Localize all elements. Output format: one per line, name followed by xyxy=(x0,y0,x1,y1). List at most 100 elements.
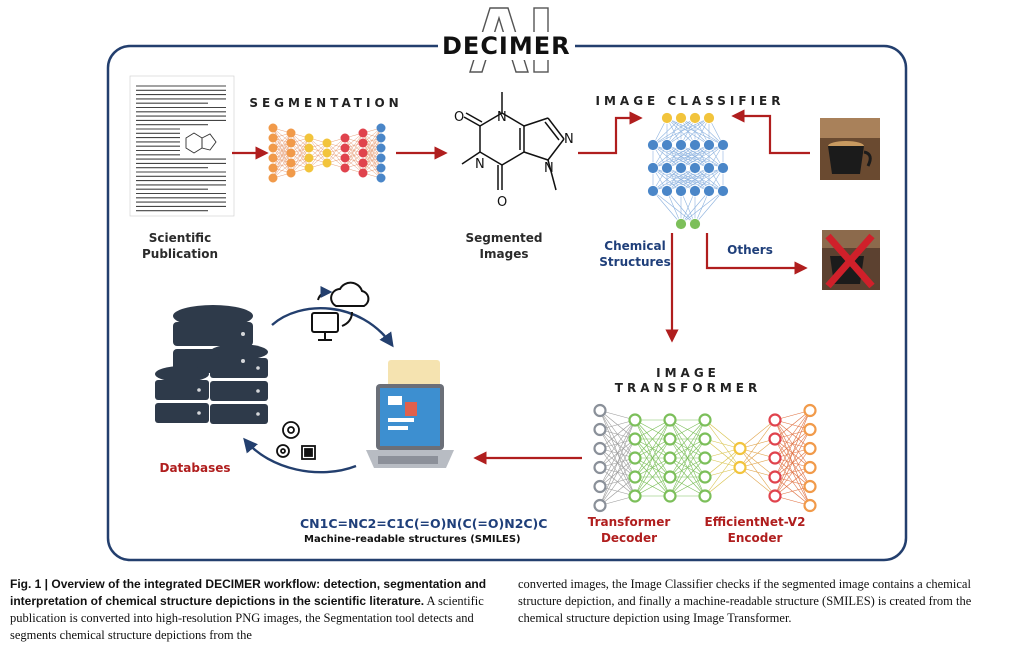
network-node xyxy=(628,413,642,427)
laptop-icon xyxy=(366,360,454,468)
network-edge xyxy=(680,117,710,146)
network-node xyxy=(322,138,332,148)
network-node xyxy=(717,139,729,151)
network-node xyxy=(768,470,782,484)
network-node xyxy=(661,139,673,151)
network-node xyxy=(593,422,607,437)
network-edge xyxy=(652,144,696,169)
network-edge xyxy=(694,190,724,225)
network-node xyxy=(703,139,715,151)
network-edge xyxy=(739,419,776,449)
network-node xyxy=(376,163,386,173)
network-node xyxy=(286,138,296,148)
network-edge xyxy=(599,419,636,487)
network-edge xyxy=(666,167,724,192)
network-node xyxy=(717,185,729,197)
network-node xyxy=(376,133,386,143)
network-node xyxy=(663,489,677,503)
network-node xyxy=(803,479,817,494)
network-edge xyxy=(308,142,328,169)
network-edge xyxy=(739,467,776,497)
scientific-publication-label: Scientific xyxy=(148,231,212,245)
network-edge xyxy=(290,137,310,174)
gears-icon xyxy=(276,421,316,460)
network-node xyxy=(689,112,701,124)
network-edge xyxy=(326,137,346,164)
classifier-network-icon xyxy=(647,112,729,230)
transformer-network-icon xyxy=(593,403,817,513)
network-node xyxy=(698,413,712,427)
network-node xyxy=(376,173,386,183)
network-node xyxy=(663,470,677,484)
network-edge xyxy=(774,410,811,497)
network-node xyxy=(304,163,314,173)
network-node xyxy=(689,162,701,174)
figure-caption-left: Fig. 1 | Overview of the integrated DECI… xyxy=(10,576,500,644)
network-edge xyxy=(666,190,682,225)
network-edge xyxy=(362,127,382,154)
document-icon xyxy=(129,75,235,217)
network-node xyxy=(286,168,296,178)
molecule-atom: N xyxy=(564,132,574,147)
network-node xyxy=(703,185,715,197)
network-node xyxy=(268,133,278,143)
efficientnet-label: EfficientNet-V2 xyxy=(704,515,806,529)
network-edge xyxy=(694,167,724,192)
network-edge xyxy=(739,419,776,468)
network-node xyxy=(663,413,677,427)
network-edge xyxy=(344,132,364,159)
network-edge xyxy=(680,190,724,225)
network-edge xyxy=(652,167,682,192)
network-node xyxy=(675,162,687,174)
network-edge xyxy=(704,467,741,497)
network-edge xyxy=(666,117,710,146)
smiles-string: CN1C=NC2=C1C(=O)N(C(=O)N2C)C xyxy=(300,516,548,531)
network-edge xyxy=(344,142,364,169)
network-edge xyxy=(599,457,636,506)
network-edge xyxy=(634,419,671,440)
coffee-cup-icon xyxy=(820,118,880,180)
network-node xyxy=(358,168,368,178)
network-node xyxy=(340,153,350,163)
network-node xyxy=(803,403,817,418)
network-node xyxy=(698,489,712,503)
caffeine-molecule-icon xyxy=(461,92,565,191)
cloud-sync-icon xyxy=(311,281,370,341)
network-node xyxy=(628,489,642,503)
network-edge xyxy=(694,144,724,169)
network-node xyxy=(663,451,677,465)
network-node xyxy=(698,451,712,465)
image-transformer-title-line1: IMAGE xyxy=(656,366,720,380)
segmentation-network-icon xyxy=(268,123,386,183)
network-node xyxy=(304,133,314,143)
network-edge xyxy=(704,448,741,478)
network-edge xyxy=(634,476,671,497)
network-node xyxy=(803,460,817,475)
network-node xyxy=(689,185,701,197)
network-node xyxy=(376,123,386,133)
network-edge xyxy=(652,144,710,169)
network-node xyxy=(268,163,278,173)
network-node xyxy=(689,218,701,230)
network-edge xyxy=(290,147,310,174)
network-node xyxy=(340,143,350,153)
network-node xyxy=(768,451,782,465)
network-node xyxy=(286,128,296,138)
network-node xyxy=(304,153,314,163)
network-edge xyxy=(652,144,682,169)
network-edge xyxy=(704,448,741,497)
network-node xyxy=(286,158,296,168)
network-node xyxy=(768,489,782,503)
network-node xyxy=(675,112,687,124)
network-node xyxy=(689,139,701,151)
network-node xyxy=(803,422,817,437)
molecule-atom: N xyxy=(475,157,485,172)
network-edge xyxy=(599,438,636,506)
network-node xyxy=(304,143,314,153)
molecule-atom: N xyxy=(497,110,507,125)
network-edge xyxy=(704,419,741,449)
network-node xyxy=(628,451,642,465)
network-edge xyxy=(774,410,811,459)
network-edge xyxy=(272,152,292,179)
